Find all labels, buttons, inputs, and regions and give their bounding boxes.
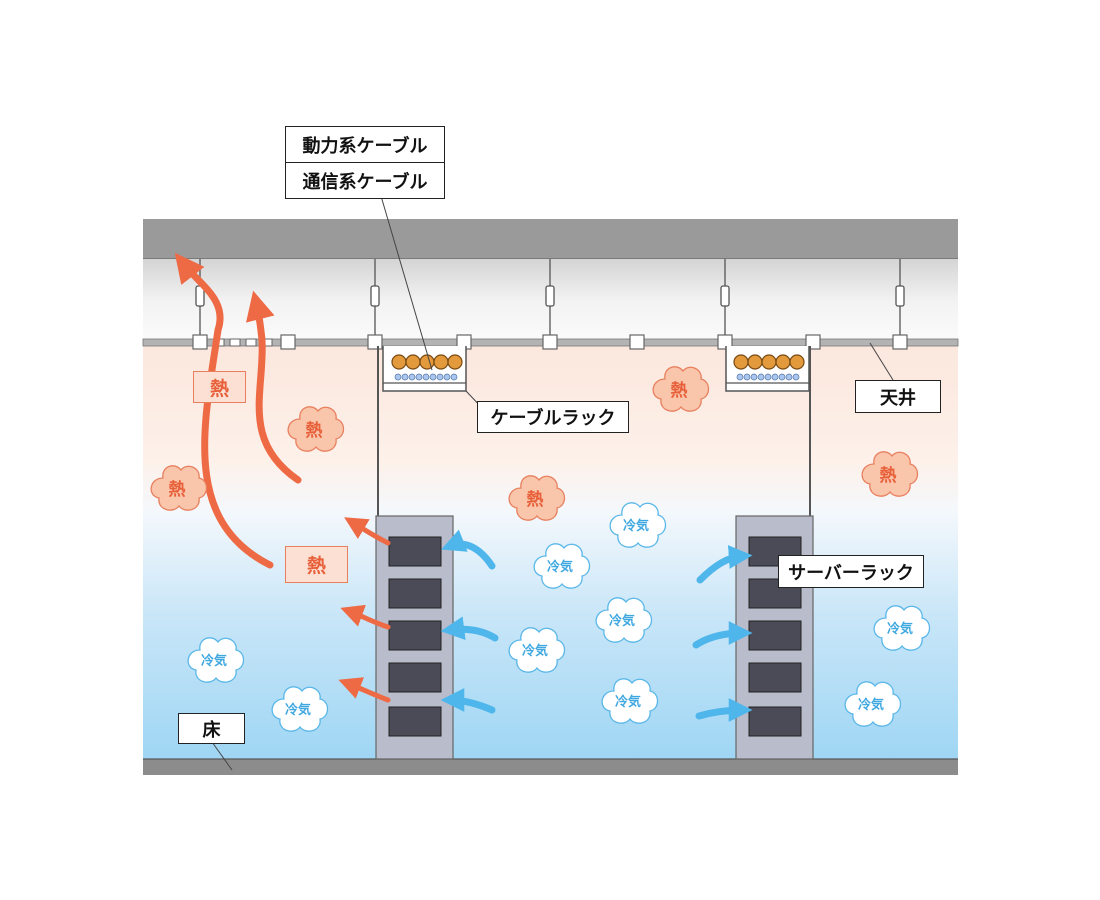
cold-air-cloud: 冷気 xyxy=(595,597,653,643)
heat-clouds: 熱 熱 熱 熱 熱 xyxy=(150,366,919,521)
power-cable-label: 動力系ケーブル xyxy=(285,126,445,163)
floor-slab xyxy=(143,759,958,775)
heat-cloud: 熱 xyxy=(861,451,919,497)
heat-label-lower: 熱 xyxy=(285,546,348,583)
svg-text:冷気: 冷気 xyxy=(285,702,311,718)
cold-air-cloud: 冷気 xyxy=(508,627,566,673)
rack-support-rods xyxy=(377,346,811,516)
cold-air-cloud: 冷気 xyxy=(873,605,931,651)
cold-air-cloud: 冷気 xyxy=(187,637,245,683)
cold-air-cloud: 冷気 xyxy=(844,681,902,727)
floor-label: 床 xyxy=(178,713,245,744)
cold-air-cloud: 冷気 xyxy=(601,678,659,724)
server-rack-left xyxy=(375,515,454,760)
heat-cloud: 熱 xyxy=(150,465,208,511)
svg-text:冷気: 冷気 xyxy=(609,613,635,629)
ceiling-label: 天井 xyxy=(855,380,941,413)
svg-text:冷気: 冷気 xyxy=(615,694,641,710)
ceiling-hangers xyxy=(195,259,905,338)
svg-text:冷気: 冷気 xyxy=(522,643,548,659)
cold-air-cloud: 冷気 xyxy=(533,543,591,589)
cold-air-arrows xyxy=(440,529,753,722)
cold-arrow-right-3 xyxy=(695,698,753,722)
cold-arrow-right-1 xyxy=(696,545,753,584)
hot-arrow-exhaust-1 xyxy=(344,517,391,546)
svg-text:冷気: 冷気 xyxy=(547,559,573,575)
cable-rack-left xyxy=(382,346,467,392)
server-rack-label: サーバーラック xyxy=(778,555,924,588)
cold-arrow-right-2 xyxy=(692,621,753,649)
cold-air-clouds: 冷気 冷気 冷気 冷気 冷気 冷気 冷気 冷気 冷気 xyxy=(187,502,931,732)
svg-text:熱: 熱 xyxy=(671,380,688,401)
hot-arrow-rising-right xyxy=(246,290,302,484)
heat-cloud: 熱 xyxy=(287,406,345,452)
heat-label-upper: 熱 xyxy=(193,371,246,403)
svg-text:冷気: 冷気 xyxy=(858,697,884,713)
svg-text:冷気: 冷気 xyxy=(623,518,649,534)
ceiling-clips xyxy=(192,334,908,350)
cold-arrow-left-3 xyxy=(440,688,496,714)
cold-air-cloud: 冷気 xyxy=(609,502,667,548)
cable-rack-right xyxy=(725,346,810,392)
svg-text:熱: 熱 xyxy=(527,489,544,510)
server-rack-right xyxy=(735,515,814,760)
ceiling-slab xyxy=(143,219,958,259)
comm-cable-label: 通信系ケーブル xyxy=(285,162,445,199)
cold-arrow-left-1 xyxy=(441,529,496,570)
svg-text:冷気: 冷気 xyxy=(887,621,913,637)
svg-text:熱: 熱 xyxy=(169,479,186,500)
heat-cloud: 熱 xyxy=(508,475,566,521)
hot-arrow-exhaust-3 xyxy=(338,677,391,703)
cable-rack-label: ケーブルラック xyxy=(477,401,629,433)
hot-arrow-exhaust-2 xyxy=(340,604,391,630)
svg-text:冷気: 冷気 xyxy=(201,653,227,669)
svg-text:熱: 熱 xyxy=(880,465,897,486)
cold-arrow-left-2 xyxy=(440,616,499,642)
cold-air-cloud: 冷気 xyxy=(271,686,329,732)
svg-text:熱: 熱 xyxy=(306,420,323,441)
heat-cloud: 熱 xyxy=(652,366,710,412)
